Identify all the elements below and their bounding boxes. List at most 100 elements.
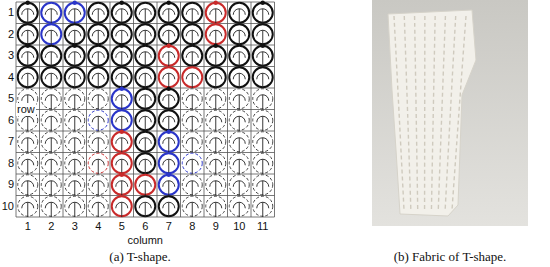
stitch-symbol (253, 175, 273, 196)
stitch-symbol (182, 3, 202, 24)
stitch-symbol (206, 89, 226, 110)
stitch-symbol (65, 89, 85, 110)
stitch-symbol (41, 46, 61, 67)
stitch-symbol (112, 153, 132, 174)
stitch-symbol (206, 67, 226, 88)
stitch-symbol (88, 89, 108, 110)
stitch-symbol (135, 153, 155, 174)
stitch-symbol (135, 24, 155, 45)
row-number: 1 (0, 6, 14, 19)
column-number: 6 (135, 220, 155, 233)
column-number: 7 (159, 220, 179, 233)
caption: (b) Fabric of T-shape. (350, 249, 550, 264)
stitch-symbol (206, 153, 226, 174)
stitch-symbol (182, 24, 202, 45)
stitch-symbol (253, 1, 273, 24)
column-number: 4 (88, 220, 108, 233)
fabric-photo (372, 0, 528, 226)
stitch-symbol (253, 153, 273, 174)
stitch-symbol (41, 3, 61, 24)
stitch-symbol (18, 44, 38, 67)
stitch-symbol (206, 1, 226, 24)
stitch-symbol (41, 153, 61, 174)
stitch-symbol (88, 24, 108, 45)
stitch-symbol (229, 110, 249, 131)
stitch-symbol (18, 1, 38, 24)
stitch-symbol (65, 44, 85, 67)
stitch-symbol (182, 196, 202, 217)
stitch-symbol (253, 110, 273, 131)
stitch-symbol (182, 89, 202, 110)
stitch-symbol (253, 24, 273, 45)
stitch-symbol (112, 173, 132, 196)
stitch-symbol (159, 67, 179, 88)
stitch-symbol (229, 67, 249, 88)
row-number: 9 (0, 178, 14, 191)
column-number: 11 (253, 220, 273, 233)
row-number: 6 (0, 114, 14, 127)
stitch-symbol (41, 110, 61, 131)
stitch-symbol (65, 1, 85, 24)
stitch-symbol (112, 44, 132, 67)
stitch-symbol (65, 110, 85, 131)
stitch-symbol (41, 67, 61, 88)
stitch-symbol (41, 89, 61, 110)
stitch-symbol (65, 24, 85, 45)
stitch-symbol (229, 46, 249, 67)
stitch-symbol (88, 132, 108, 153)
stitch-symbol (88, 153, 108, 174)
stitch-symbol (229, 3, 249, 24)
stitch-symbol (18, 132, 38, 153)
row-number: 10 (0, 200, 14, 213)
stitch-symbol (88, 46, 108, 67)
stitch-symbol (135, 89, 155, 110)
stitch-symbol (229, 89, 249, 110)
column-number: 10 (229, 220, 249, 233)
stitch-symbol (65, 153, 85, 174)
row-number: 3 (0, 49, 14, 62)
stitch-symbol (88, 175, 108, 196)
stitch-symbol (135, 196, 155, 217)
stitch-symbol (88, 67, 108, 88)
stitch-symbol (135, 132, 155, 153)
stitch-symbol (112, 196, 132, 217)
stitch-symbol (182, 110, 202, 131)
stitch-symbol (112, 67, 132, 88)
column-number: 5 (112, 220, 132, 233)
stitch-symbol (135, 67, 155, 88)
stitch-symbol (206, 110, 226, 131)
stitch-symbol (112, 1, 132, 24)
stitch-symbol (112, 87, 132, 110)
stitch-symbol (229, 24, 249, 45)
stitch-symbol (182, 132, 202, 153)
row-number: 5 (0, 92, 14, 105)
row-number: 2 (0, 28, 14, 41)
stitch-symbol (159, 130, 179, 153)
stitch-symbol (182, 46, 202, 67)
stitch-symbol (135, 46, 155, 67)
stitch-symbol (18, 196, 38, 217)
stitch-symbol (65, 196, 85, 217)
stitch-symbol (229, 132, 249, 153)
stitch-symbol (18, 67, 38, 88)
stitch-symbol (65, 175, 85, 196)
stitch-symbol (206, 175, 226, 196)
column-number: 8 (182, 220, 202, 233)
stitch-grid (16, 1, 275, 217)
stitch-symbol (159, 87, 179, 110)
row-number: 8 (0, 157, 14, 170)
stitch-symbol (135, 175, 155, 196)
stitch-symbol (18, 24, 38, 45)
stitch-symbol (18, 175, 38, 196)
stitch-symbol (253, 67, 273, 88)
stitch-symbol (229, 175, 249, 196)
stitch-symbol (135, 110, 155, 131)
stitch-symbol (159, 196, 179, 217)
stitch-symbol (229, 196, 249, 217)
stitch-symbol (159, 44, 179, 67)
stitch-symbol (159, 173, 179, 196)
stitch-symbol (206, 196, 226, 217)
stitch-symbol (182, 175, 202, 196)
